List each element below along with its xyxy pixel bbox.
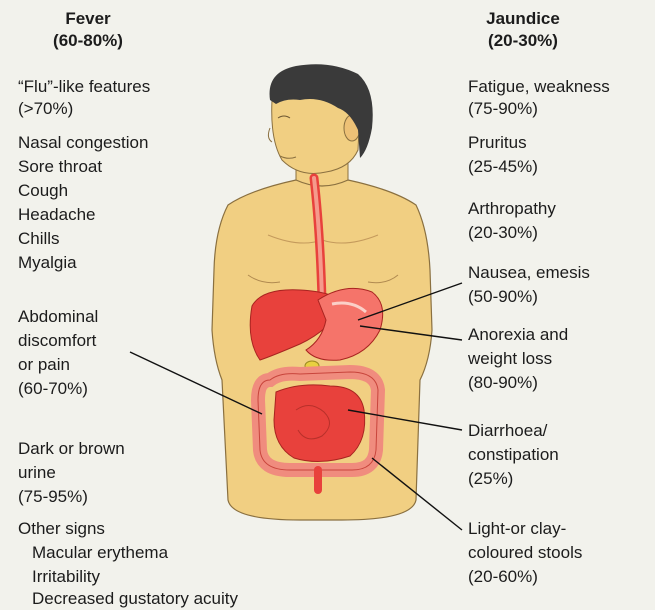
- other-signs-title: Other signs: [18, 518, 105, 539]
- anorexia-percentage: (80-90%): [468, 372, 538, 393]
- other-sign-irritability: Irritability: [18, 566, 100, 587]
- symptom-chills: Chills: [18, 228, 60, 249]
- nausea-percentage: (50-90%): [468, 286, 538, 307]
- head: [268, 64, 372, 173]
- abdominal-label-line2: discomfort: [18, 330, 96, 351]
- anorexia-label-line2: weight loss: [468, 348, 552, 369]
- urine-label-line1: Dark or brown: [18, 438, 125, 459]
- symptom-headache: Headache: [18, 204, 96, 225]
- fever-percentage: (60-80%): [18, 30, 158, 51]
- abdominal-percentage: (60-70%): [18, 378, 88, 399]
- symptom-cough: Cough: [18, 180, 68, 201]
- symptom-nasal-congestion: Nasal congestion: [18, 132, 148, 153]
- flu-features-label: “Flu”-like features: [18, 76, 150, 97]
- diarrhoea-percentage: (25%): [468, 468, 513, 489]
- fatigue-label: Fatigue, weakness: [468, 76, 610, 97]
- urine-percentage: (75-95%): [18, 486, 88, 507]
- symptom-sore-throat: Sore throat: [18, 156, 102, 177]
- abdominal-label-line1: Abdominal: [18, 306, 98, 327]
- jaundice-percentage: (20-30%): [468, 30, 578, 51]
- stools-percentage: (20-60%): [468, 566, 538, 587]
- arthropathy-percentage: (20-30%): [468, 222, 538, 243]
- diarrhoea-label-line1: Diarrhoea/: [468, 420, 547, 441]
- jaundice-heading: Jaundice: [468, 8, 578, 29]
- nausea-label: Nausea, emesis: [468, 262, 590, 283]
- arthropathy-label: Arthropathy: [468, 198, 556, 219]
- fatigue-percentage: (75-90%): [468, 98, 538, 119]
- symptom-myalgia: Myalgia: [18, 252, 77, 273]
- anorexia-label-line1: Anorexia and: [468, 324, 568, 345]
- other-sign-gustatory: Decreased gustatory acuity: [18, 588, 238, 609]
- pruritus-percentage: (25-45%): [468, 156, 538, 177]
- pruritus-label: Pruritus: [468, 132, 527, 153]
- urine-label-line2: urine: [18, 462, 56, 483]
- diarrhoea-label-line2: constipation: [468, 444, 559, 465]
- flu-features-percentage: (>70%): [18, 98, 73, 119]
- other-sign-macular-erythema: Macular erythema: [18, 542, 168, 563]
- stools-label-line1: Light-or clay-: [468, 518, 566, 539]
- stools-label-line2: coloured stools: [468, 542, 582, 563]
- abdominal-label-line3: or pain: [18, 354, 70, 375]
- fever-heading: Fever: [18, 8, 158, 29]
